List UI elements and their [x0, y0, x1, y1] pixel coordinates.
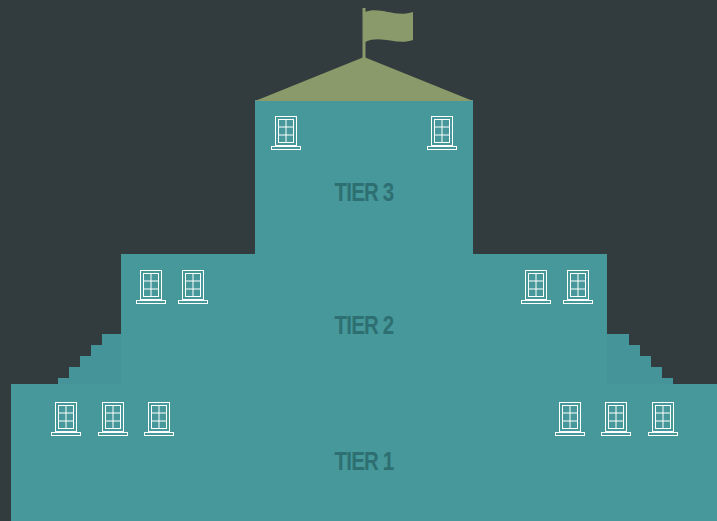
flag — [365, 10, 413, 42]
windows — [52, 117, 678, 436]
right-stairs — [607, 334, 673, 384]
tier-label: TIER 1 — [75, 446, 654, 476]
tier-band: TIER 3 — [255, 100, 473, 255]
left-stairs — [58, 334, 121, 384]
tier-band: TIER 2 — [121, 254, 607, 385]
tier-band: TIER 1 — [11, 384, 717, 521]
flag-pole — [363, 8, 366, 58]
tier-label: TIER 3 — [275, 177, 454, 207]
roof — [255, 57, 473, 101]
tier-label: TIER 2 — [165, 310, 564, 340]
